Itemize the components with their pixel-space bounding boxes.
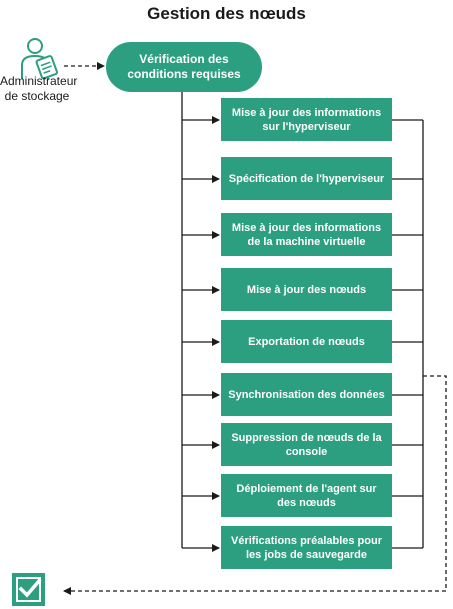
actor-label-line2: de stockage — [4, 89, 70, 103]
step-5-line1: Exportation de nœuds — [248, 335, 365, 348]
start-node: Vérification des conditions requises — [106, 42, 262, 92]
step-sync-data: Synchronisation des données — [221, 373, 392, 416]
start-node-line2: conditions requises — [127, 67, 241, 81]
step-7-line2: console — [285, 445, 328, 458]
step-2-line1: Spécification de l'hyperviseur — [228, 172, 385, 185]
step-update-nodes: Mise à jour des nœuds — [221, 268, 392, 311]
checkmark-icon — [12, 573, 45, 606]
actor-label-line1: Administrateur — [0, 74, 78, 88]
step-export-nodes: Exportation de nœuds — [221, 320, 392, 363]
step-6-line1: Synchronisation des données — [228, 388, 385, 401]
storage-admin-user-icon — [21, 38, 58, 80]
step-8-line2: des nœuds — [277, 496, 336, 509]
step-1-line1: Mise à jour des informations — [231, 106, 382, 119]
actor-label: Administrateur de stockage — [0, 74, 78, 104]
start-node-line1: Vérification des — [139, 52, 229, 66]
end-dashed-arrow — [63, 375, 447, 595]
step-specify-hypervisor: Spécification de l'hyperviseur — [221, 157, 392, 200]
step-7-line1: Suppression de nœuds de la — [231, 431, 382, 444]
step-9-line1: Vérifications préalables pour — [231, 534, 382, 547]
step-3-line2: de la machine virtuelle — [247, 235, 366, 248]
step-3-line1: Mise à jour des informations — [231, 221, 382, 234]
diagram-title: Gestion des nœuds — [147, 4, 306, 23]
step-1-line2: sur l'hyperviseur — [262, 120, 351, 133]
step-4-line1: Mise à jour des nœuds — [246, 283, 367, 296]
step-9-line2: les jobs de sauvegarde — [245, 548, 368, 561]
step-8-line1: Déploiement de l'agent sur — [236, 482, 377, 495]
